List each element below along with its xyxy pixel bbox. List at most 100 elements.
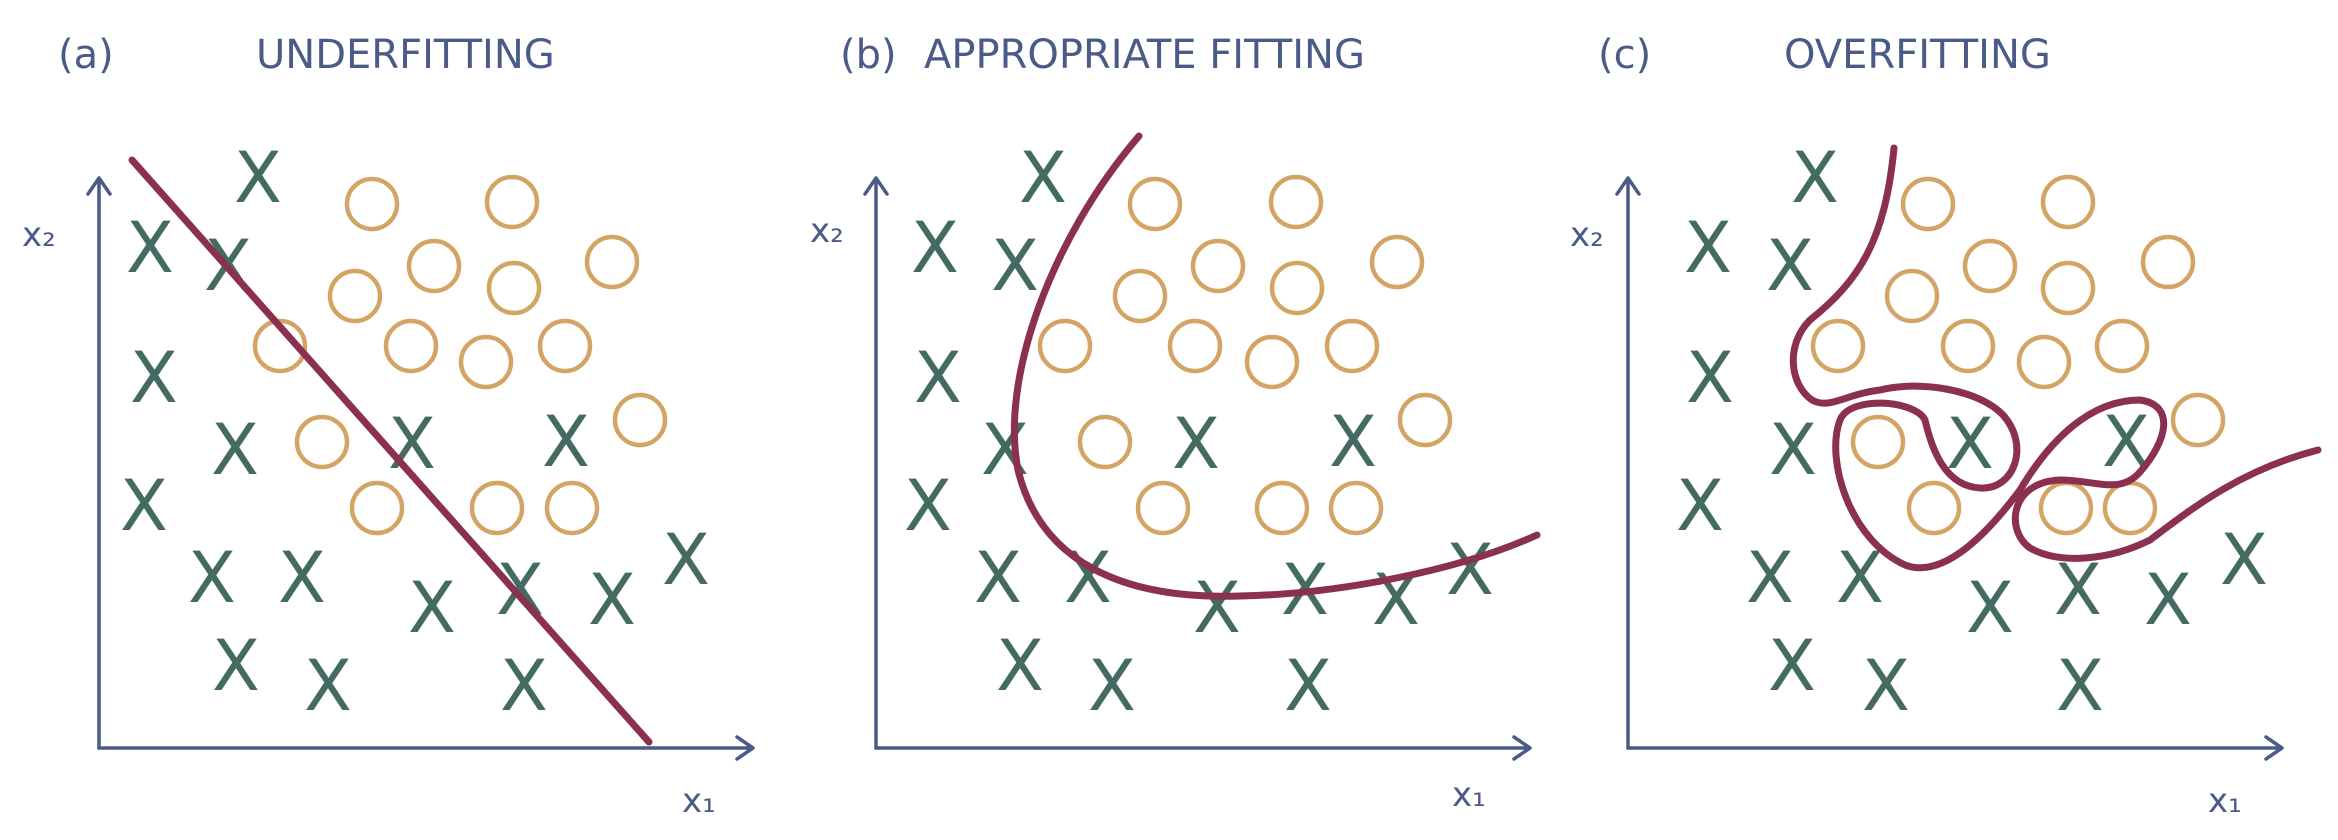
class-x-point: X (1768, 625, 1816, 707)
class-x-point: X (1064, 537, 1112, 619)
class-x-point: X (126, 207, 174, 289)
class-x-point: X (914, 337, 962, 419)
class-x-point: X (304, 645, 352, 727)
decision-boundary (1789, 144, 2322, 572)
class-o-point (1369, 234, 1425, 290)
class-o-point (1269, 260, 1325, 316)
class-o-point (484, 174, 540, 230)
class-x-point: X (588, 559, 636, 641)
y-axis-label: x₂ (810, 211, 844, 251)
class-o-point (2040, 260, 2096, 316)
class-o-point (584, 234, 640, 290)
class-o-point (2140, 234, 2196, 290)
x-axis-label: x₁ (2208, 781, 2242, 821)
class-x-point: X (1284, 645, 1332, 727)
class-x-point: X (1676, 465, 1724, 547)
class-x-point: X (1019, 137, 1067, 219)
class-x-point: X (1686, 337, 1734, 419)
class-o-point (1962, 238, 2018, 294)
y-axis (1615, 176, 1641, 750)
panel-letter: (c) (1598, 32, 1651, 78)
x-axis (874, 735, 1532, 761)
class-o-point (1324, 318, 1380, 374)
class-x-point: X (120, 465, 168, 547)
panel-letter: (b) (840, 32, 897, 78)
class-x-point: X (1966, 567, 2014, 649)
class-o-point (1190, 238, 1246, 294)
class-o-point (1135, 480, 1191, 536)
class-o-point (1397, 392, 1453, 448)
class-o-point (1328, 480, 1384, 536)
class-o-point (2170, 392, 2226, 448)
class-x-point: X (1746, 537, 1794, 619)
class-o-point (294, 414, 350, 470)
class-x-point: X (211, 409, 259, 491)
class-o-point (544, 480, 600, 536)
class-o-point (2102, 480, 2158, 536)
class-o-point (1940, 318, 1996, 374)
x-axis-label: x₁ (682, 781, 716, 821)
class-o-point (1037, 318, 1093, 374)
class-x-point: X (408, 567, 456, 649)
class-o-point (458, 334, 514, 390)
class-o-point (612, 392, 668, 448)
class-x-point: X (1684, 207, 1732, 289)
class-x-point: X (1766, 225, 1814, 307)
class-x-point: X (1446, 529, 1494, 611)
class-x-point: X (1088, 645, 1136, 727)
class-x-point: X (212, 625, 260, 707)
class-x-point: X (974, 537, 1022, 619)
x-axis-label: x₁ (1452, 775, 1486, 815)
class-o-point (252, 318, 308, 374)
class-o-point (1268, 174, 1324, 230)
class-x-point: X (1836, 537, 1884, 619)
class-x-point: X (130, 337, 178, 419)
decision-boundary (128, 156, 653, 746)
class-x-point: X (2054, 549, 2102, 631)
panel-letter: (a) (58, 32, 114, 78)
class-x-point: X (911, 207, 959, 289)
panel-title: UNDERFITTING (256, 32, 555, 78)
class-x-point: X (2056, 645, 2104, 727)
class-x-point: X (1862, 645, 1910, 727)
class-x-point: X (2220, 519, 2268, 601)
class-o-point (1810, 318, 1866, 374)
class-o-point (1112, 268, 1168, 324)
class-x-point: X (1193, 567, 1241, 649)
class-x-point: X (904, 465, 952, 547)
class-x-point: X (662, 519, 710, 601)
class-x-point: X (2144, 559, 2192, 641)
class-o-point (2094, 318, 2150, 374)
class-o-point (2040, 174, 2096, 230)
y-axis (86, 176, 112, 750)
class-x-point: X (542, 401, 590, 483)
class-x-point: X (1769, 409, 1817, 491)
decision-boundary (1010, 132, 1541, 600)
class-x-point: X (996, 625, 1044, 707)
class-o-point (469, 480, 525, 536)
class-o-point (1077, 414, 1133, 470)
class-o-point (2038, 480, 2094, 536)
y-axis-label: x₂ (1570, 215, 1604, 255)
class-o-point (1884, 268, 1940, 324)
y-axis-label: x₂ (22, 215, 56, 255)
class-x-point: X (234, 137, 282, 219)
class-x-point: X (991, 225, 1039, 307)
x-axis (1626, 735, 2284, 761)
panel-title: OVERFITTING (1784, 32, 2051, 78)
class-o-point (1254, 480, 1310, 536)
class-o-point (1900, 176, 1956, 232)
y-axis (863, 176, 889, 750)
class-o-point (2016, 334, 2072, 390)
x-axis (97, 735, 755, 761)
class-o-point (327, 268, 383, 324)
class-o-point (344, 176, 400, 232)
class-x-point: X (500, 645, 548, 727)
class-o-point (406, 238, 462, 294)
